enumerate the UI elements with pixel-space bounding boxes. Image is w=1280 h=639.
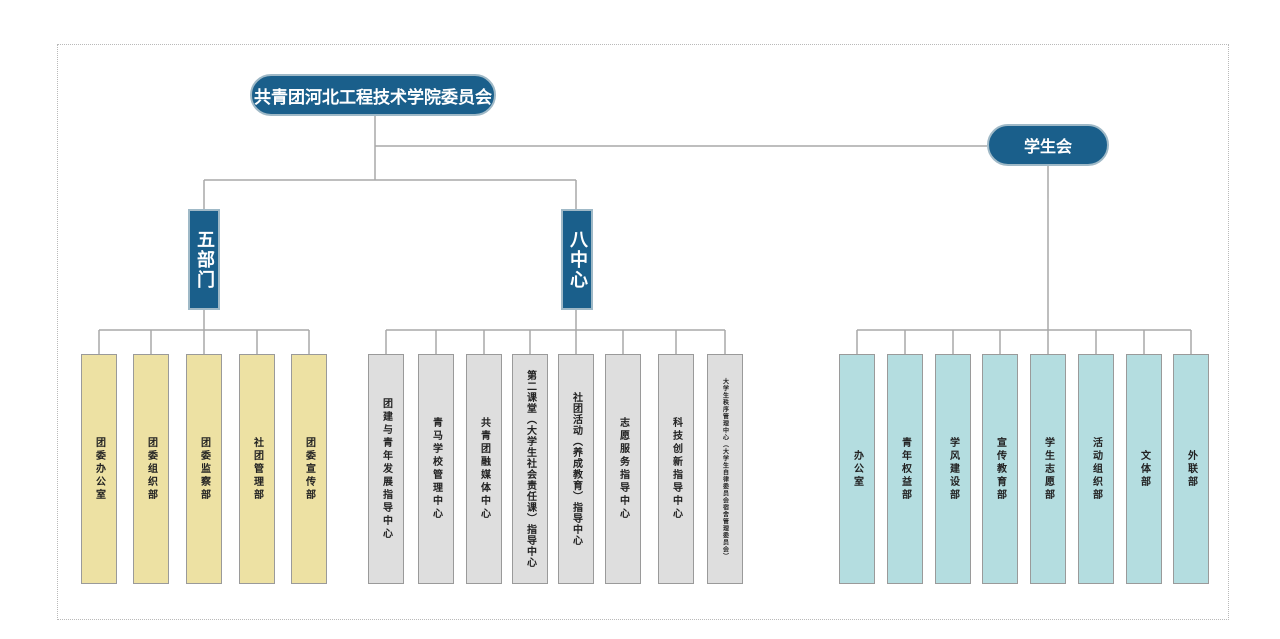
bazhongxin-item-label: 共青团融媒体中心 — [478, 417, 490, 521]
student-union-item-label: 外联部 — [1185, 449, 1197, 489]
bazhongxin-item: 青马学校管理中心 — [418, 354, 454, 584]
bazhongxin-item-label: 科技创新指导中心 — [670, 417, 682, 521]
diagram-frame — [57, 44, 1229, 620]
bazhongxin-item-label: 社团活动（养成教育）指导中心 — [570, 392, 582, 546]
wubumen-item: 社团管理部 — [239, 354, 275, 584]
wubumen-item-label: 团委监察部 — [198, 436, 210, 502]
bazhongxin-item: 科技创新指导中心 — [658, 354, 694, 584]
wubumen-item-label: 团委宣传部 — [303, 436, 315, 502]
wubumen-item-label: 社团管理部 — [251, 436, 263, 502]
bazhongxin-label: 八中心 — [567, 229, 588, 290]
student-union-item: 外联部 — [1173, 354, 1209, 584]
wubumen-item: 团委宣传部 — [291, 354, 327, 584]
bazhongxin-item: 社团活动（养成教育）指导中心 — [558, 354, 594, 584]
student-union-item: 青年权益部 — [887, 354, 923, 584]
wubumen-item-label: 团委组织部 — [145, 436, 157, 502]
student-union-item: 宣传教育部 — [982, 354, 1018, 584]
student-union-item-label: 青年权益部 — [899, 436, 911, 502]
student-union-item: 文体部 — [1126, 354, 1162, 584]
wubumen-item: 团委办公室 — [81, 354, 117, 584]
bazhongxin-item: 团建与青年发展指导中心 — [368, 354, 404, 584]
student-union-item-label: 宣传教育部 — [994, 436, 1006, 502]
bazhongxin-item-label: 大学生秩序管理中心（大学生自律委员会宿舍管理委员会） — [721, 378, 729, 560]
student-union-label: 学生会 — [1023, 137, 1072, 156]
wubumen-label: 五部门 — [194, 229, 215, 290]
student-union-node: 学生会 — [987, 124, 1109, 166]
wubumen-item: 团委监察部 — [186, 354, 222, 584]
bazhongxin-node: 八中心 — [561, 209, 593, 310]
student-union-item: 学生志愿部 — [1030, 354, 1066, 584]
bazhongxin-item: 志愿服务指导中心 — [605, 354, 641, 584]
student-union-item: 活动组织部 — [1078, 354, 1114, 584]
bazhongxin-item-label: 青马学校管理中心 — [430, 417, 442, 521]
bazhongxin-item: 共青团融媒体中心 — [466, 354, 502, 584]
bazhongxin-item-label: 第二课堂（大学生社会责任课）指导中心 — [524, 370, 536, 568]
student-union-item-label: 文体部 — [1138, 449, 1150, 489]
wubumen-item-label: 团委办公室 — [93, 436, 105, 502]
bazhongxin-item-label: 志愿服务指导中心 — [617, 417, 629, 521]
student-union-item-label: 学生志愿部 — [1042, 436, 1054, 502]
wubumen-node: 五部门 — [188, 209, 220, 310]
student-union-item: 办公室 — [839, 354, 875, 584]
student-union-item-label: 办公室 — [851, 449, 863, 489]
student-union-item-label: 学风建设部 — [947, 436, 959, 502]
student-union-item-label: 活动组织部 — [1090, 436, 1102, 502]
bazhongxin-item: 第二课堂（大学生社会责任课）指导中心 — [512, 354, 548, 584]
wubumen-item: 团委组织部 — [133, 354, 169, 584]
student-union-item: 学风建设部 — [935, 354, 971, 584]
bazhongxin-item-label: 团建与青年发展指导中心 — [380, 397, 392, 541]
root-node: 共青团河北工程技术学院委员会 — [250, 74, 496, 116]
bazhongxin-item: 大学生秩序管理中心（大学生自律委员会宿舍管理委员会） — [707, 354, 743, 584]
root-label: 共青团河北工程技术学院委员会 — [254, 87, 492, 108]
